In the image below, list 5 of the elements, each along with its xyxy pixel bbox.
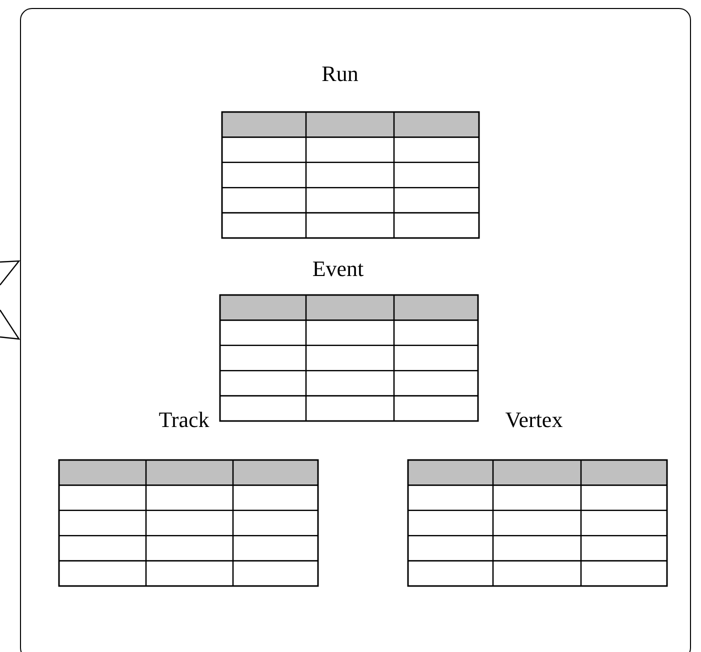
table-title: Run bbox=[322, 61, 358, 87]
rounded-frame bbox=[20, 8, 691, 652]
table-title: Vertex bbox=[505, 407, 563, 433]
table-title: Track bbox=[158, 407, 210, 433]
table-title: Event bbox=[312, 256, 364, 282]
